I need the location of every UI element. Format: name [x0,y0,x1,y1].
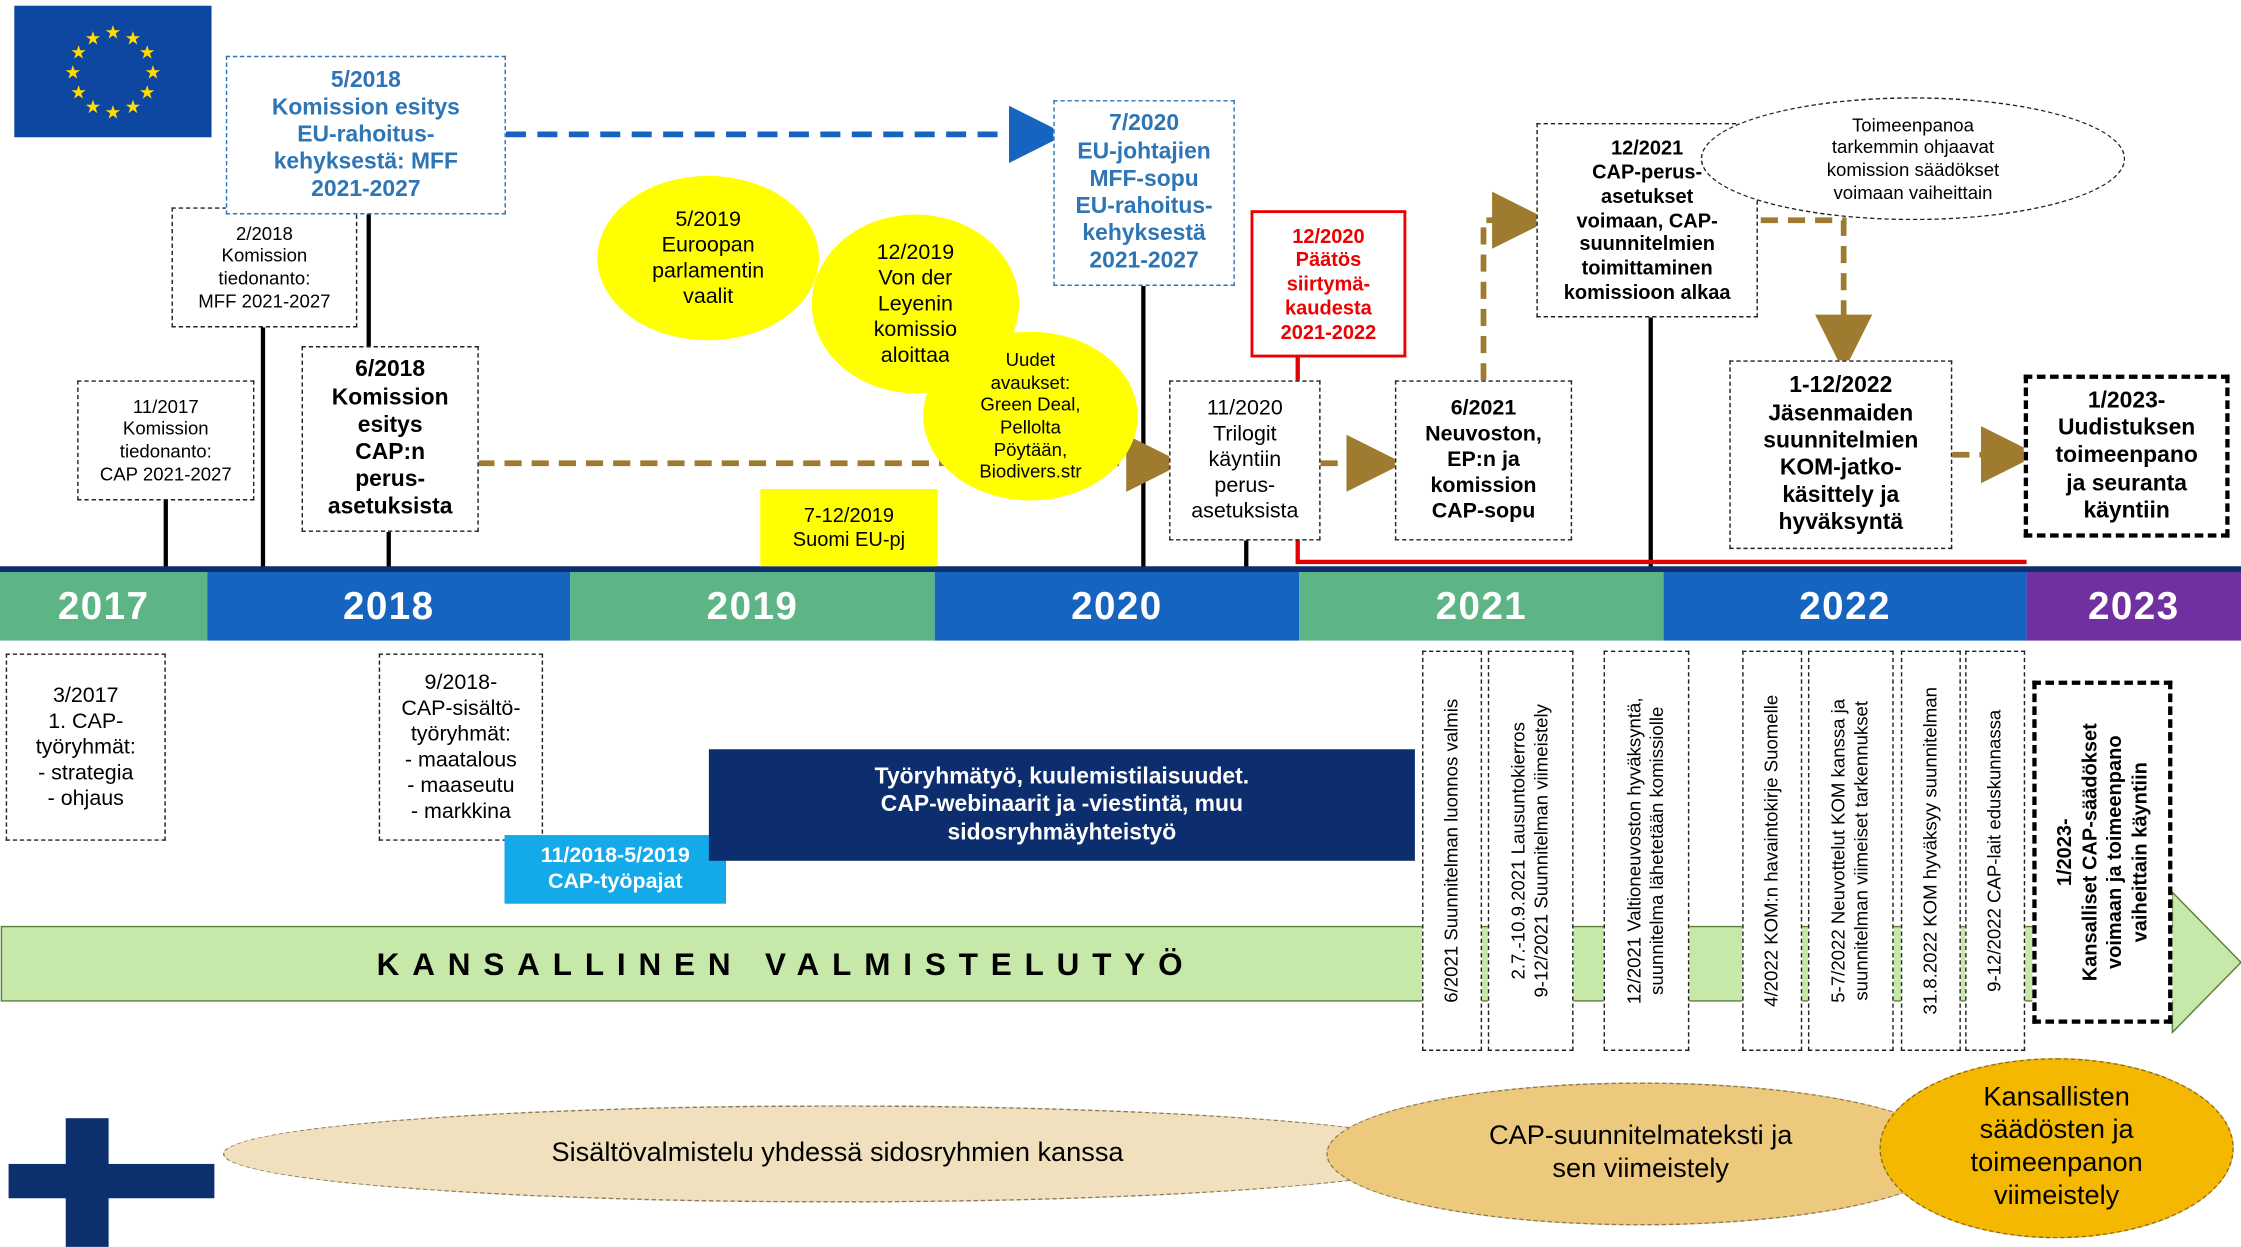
year-2020: 2020 [934,571,1300,641]
svg-text:★: ★ [70,43,87,64]
svg-text:★: ★ [70,83,87,104]
event-eu-presidency: 7-12/2019 Suomi EU-pj [760,489,938,567]
year-2019: 2019 [570,571,935,641]
event-2018-5: 5/2018 Komission esitys EU-rahoitus- keh… [225,55,506,215]
year-2022: 2022 [1663,571,2027,641]
milestone-2021-9: 2.7.-10.9.2021 Lausuntokierros 9-12/2021… [1487,650,1574,1051]
svg-text:★: ★ [65,63,82,84]
svg-text:★: ★ [125,97,142,118]
svg-text:★: ★ [85,97,102,118]
phase-content-prep: Sisältövalmistelu yhdessä sidosryhmien k… [222,1105,1453,1203]
svg-text:★: ★ [139,43,156,64]
event-2020-12: 12/2020 Päätös siirtymä- kaudesta 2021-2… [1250,210,1407,358]
event-2017-11: 11/2017 Komission tiedonanto: CAP 2021-2… [77,380,255,501]
milestone-2022-8: 31.8.2022 KOM hyväksyy suunnitelman [1900,650,1961,1051]
svg-text:★: ★ [139,83,156,104]
svg-text:★: ★ [105,23,122,44]
milestone-2023-1: 1/2023- Kansalliset CAP-säädökset voimaa… [2032,680,2173,1024]
event-working-groups: Työryhmätyö, kuulemistilaisuudet. CAP-we… [708,749,1415,861]
milestone-2022-9: 9-12/2022 CAP-lait eduskunnassa [1965,650,2026,1051]
milestone-2021-12: 12/2021 Valtioneuvoston hyväksyntä, suun… [1603,650,1690,1051]
event-2022: 1-12/2022 Jäsenmaiden suunnitelmien KOM-… [1729,360,1953,550]
event-2020-7: 7/2020 EU-johtajien MFF-sopu EU-rahoitus… [1053,100,1235,286]
national-prep-label: KANSALLINEN VALMISTELUTYÖ [376,946,1196,983]
event-2019-5: 5/2019 Euroopan parlamentin vaalit [597,175,819,341]
year-2018: 2018 [207,571,571,641]
event-2018-2: 2/2018 Komission tiedonanto: MFF 2021-20… [171,207,358,328]
milestone-2021-6: 6/2021 Suunnitelman luonnos valmis [1422,650,1483,1051]
timeline-stems [163,214,1653,568]
event-implementing-acts: Toimeenpanoa tarkemmin ohjaavat komissio… [1700,97,2126,221]
event-new-initiatives: Uudet avaukset: Green Deal, Pellolta Pöy… [923,331,1138,501]
process-arrows [477,191,2039,492]
event-2021-12: 12/2021 CAP-perus- asetukset voimaan, CA… [1536,122,1758,318]
event-2020-11: 11/2020 Trilogit käyntiin perus- asetuks… [1169,380,1321,541]
event-workshops: 11/2018-5/2019 CAP-työpajat [504,835,727,904]
svg-text:★: ★ [125,28,142,49]
svg-text:★: ★ [145,63,162,84]
event-2023: 1/2023- Uudistuksen toimeenpano ja seura… [2023,374,2230,538]
event-2017-3: 3/2017 1. CAP- työryhmät: - strategia - … [5,653,166,841]
event-2018-9: 9/2018- CAP-sisältö- työryhmät: - maatal… [378,653,544,841]
year-2021: 2021 [1299,571,1664,641]
milestone-2022-4: 4/2022 KOM:n havaintokirje Suomelle [1742,650,1803,1051]
eu-flag-icon: ★★★★ ★★★★ ★★★★ [14,5,212,138]
year-2023: 2023 [2026,571,2241,641]
phase-plan-text: CAP-suunnitelmateksti ja sen viimeistely [1326,1082,1956,1226]
svg-text:★: ★ [85,28,102,49]
year-2017: 2017 [0,571,208,641]
event-2018-6: 6/2018 Komission esitys CAP:n perus- ase… [301,346,479,532]
event-2021-6: 6/2021 Neuvoston, EP:n ja komission CAP-… [1394,380,1573,541]
milestone-2022-5: 5-7/2022 Neuvottelut KOM kanssa ja suunn… [1807,650,1894,1051]
finland-flag-icon [8,1118,215,1247]
svg-text:★: ★ [105,103,122,124]
phase-national-acts: Kansallisten säädösten ja toimeenpanon v… [1879,1058,2234,1239]
